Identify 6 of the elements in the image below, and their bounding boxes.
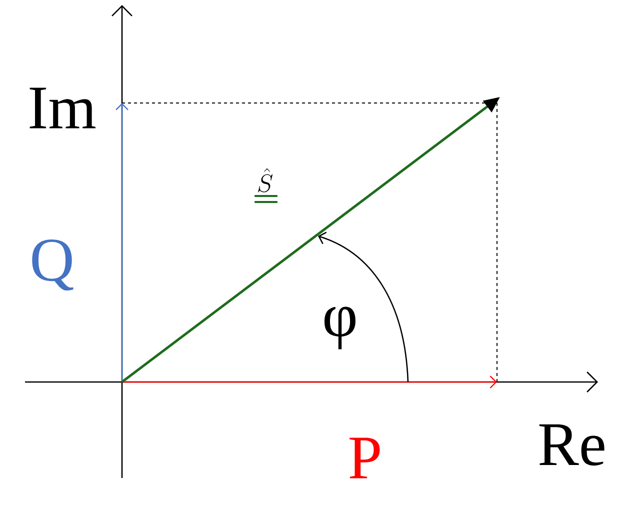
reactive-power-label: Q xyxy=(32,239,74,291)
apparent-power-label: $\hat{S}$ xyxy=(254,168,278,203)
im-axis-label: Im xyxy=(30,88,96,128)
active-power-label: P xyxy=(350,438,380,478)
angle-label: φ xyxy=(324,306,356,350)
re-axis-label: Re xyxy=(539,424,604,466)
